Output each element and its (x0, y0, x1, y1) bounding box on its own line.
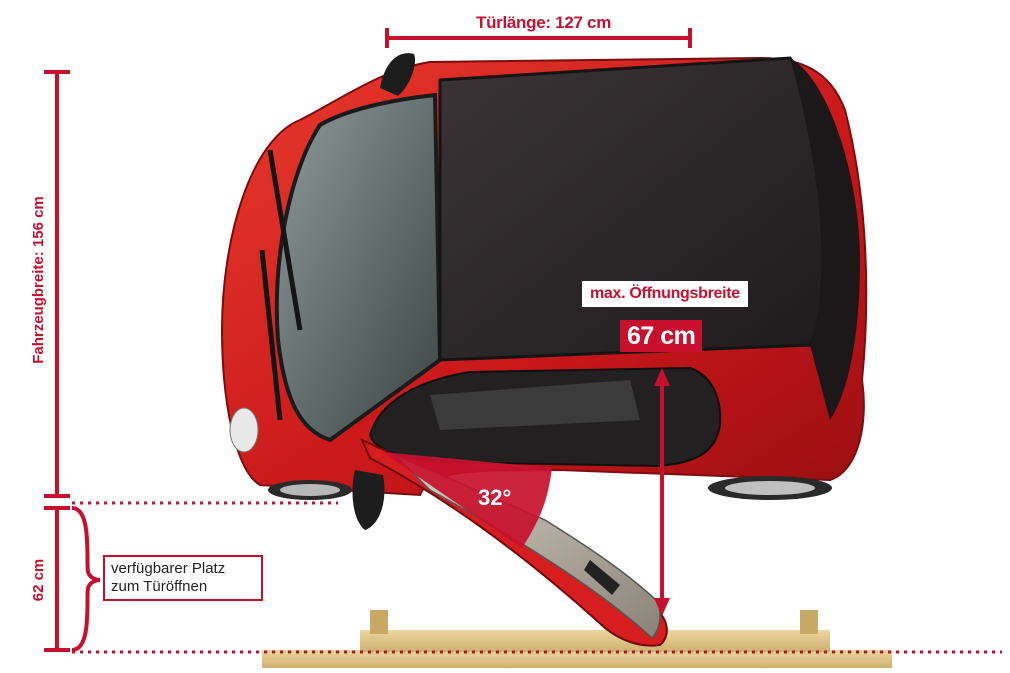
available-width-label: 62 cm (30, 559, 47, 602)
door-length-dimension (385, 28, 692, 48)
floor-board (262, 610, 892, 668)
vehicle-width-dimension (44, 70, 70, 498)
max-opening-value: 67 cm (620, 320, 703, 352)
vehicle-width-label: Fahrzeugbreite: 156 cm (30, 196, 47, 364)
max-opening-arrow (654, 368, 670, 616)
max-opening-title: max. Öffnungsbreite (582, 281, 748, 307)
angle-label: 32° (478, 485, 511, 510)
available-space-note-line2: zum Türöffnen (111, 578, 208, 595)
available-space-dimension (44, 506, 101, 652)
car-illustration (220, 53, 868, 530)
available-space-note: verfügbarer Platz zum Türöffnen (103, 555, 263, 601)
available-space-note-line1: verfügbarer Platz (111, 560, 226, 577)
door-length-label: Türlänge: 127 cm (470, 12, 618, 34)
angle-wedge (382, 452, 552, 548)
